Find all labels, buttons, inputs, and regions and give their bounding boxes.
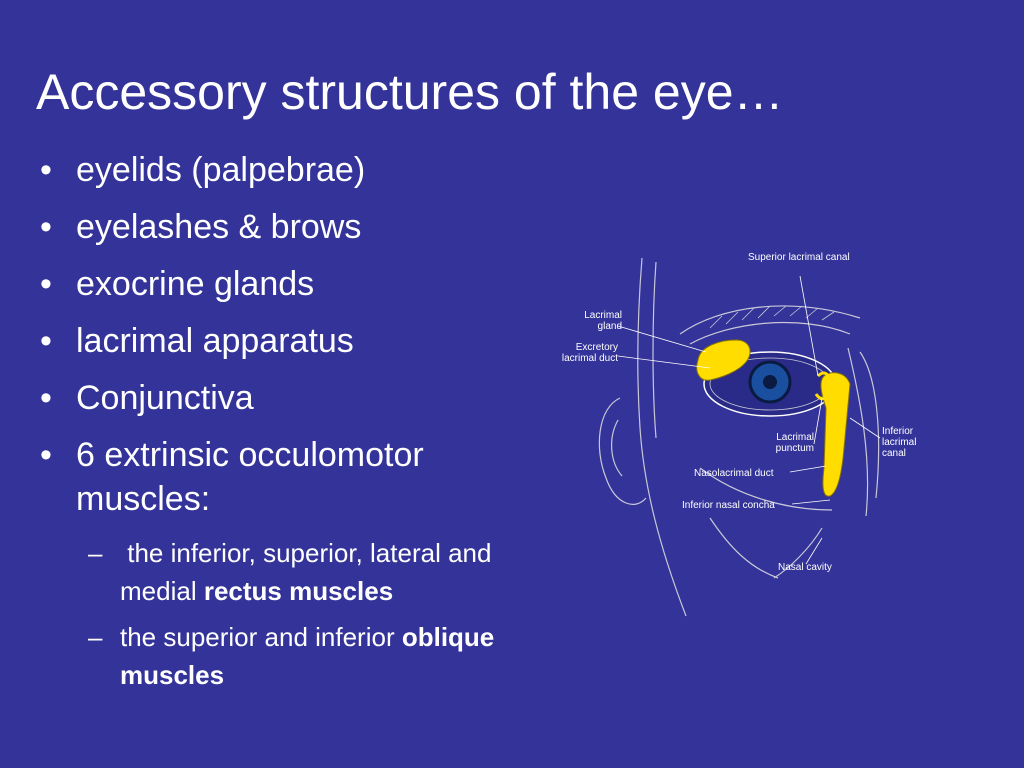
bullet-dot: • [40, 379, 52, 417]
label-lacrimal-gland: Lacrimal gland [584, 310, 622, 332]
bullet-item: • lacrimal apparatus [36, 319, 556, 363]
label-nasal-cavity: Nasal cavity [778, 562, 832, 573]
bullet-item: • eyelids (palpebrae) [36, 148, 556, 192]
bullet-list: • eyelids (palpebrae) • eyelashes & brow… [36, 148, 556, 702]
bullet-text: exocrine glands [76, 265, 315, 303]
bullet-item: • 6 extrinsic occulomotor muscles: [36, 433, 526, 521]
bullet-text: lacrimal apparatus [76, 322, 354, 360]
sub-bullet-bold: rectus muscles [203, 576, 394, 606]
bullet-item: • exocrine glands [36, 262, 556, 306]
leader-lines [617, 275, 881, 565]
bullet-item: • eyelashes & brows [36, 205, 556, 249]
sub-bullet-bold: oblique muscles [120, 622, 495, 690]
lacrimal-sac-shape [820, 372, 851, 497]
label-excretory-duct: Excretory lacrimal duct [561, 342, 618, 364]
label-nasolacrimal-duct: Nasolacrimal duct [694, 468, 774, 479]
bullet-item: • Conjunctiva [36, 376, 556, 420]
lacrimal-apparatus-illustration: Superior lacrimal canal Lacrimal gland E… [560, 248, 940, 620]
sub-bullet-dash: – [88, 622, 103, 652]
bullet-dot: • [40, 436, 52, 474]
sub-bullet-text: the superior and inferior [120, 622, 402, 652]
label-superior-canal: Superior lacrimal canal [748, 252, 850, 263]
bullet-dot: • [40, 151, 52, 189]
bullet-dot: • [40, 322, 52, 360]
bullet-dot: • [40, 265, 52, 303]
face-outline [598, 257, 880, 617]
brow-hatching [709, 305, 835, 329]
sub-bullet-item: – the superior and inferior oblique musc… [36, 618, 500, 694]
bullet-dot: • [40, 208, 52, 246]
sub-bullet-text: the inferior, superior, lateral and medi… [120, 538, 499, 606]
bullet-text: eyelids (palpebrae) [76, 151, 366, 189]
label-inferior-canal: Inferior lacrimal canal [882, 426, 917, 459]
label-punctum: Lacrimal punctum [775, 432, 814, 454]
bullet-text: 6 extrinsic occulomotor muscles: [76, 436, 424, 518]
sub-bullet-dash: – [88, 538, 103, 568]
eye-diagram-svg [598, 257, 881, 617]
bullet-text: eyelashes & brows [76, 208, 362, 246]
lacrimal-gland-shape [696, 339, 751, 381]
slide-title: Accessory structures of the eye… [36, 64, 784, 120]
bullet-text: Conjunctiva [76, 379, 254, 417]
sub-bullet-item: – the inferior, superior, lateral and me… [36, 534, 550, 610]
label-inferior-nasal-concha: Inferior nasal concha [682, 500, 775, 511]
